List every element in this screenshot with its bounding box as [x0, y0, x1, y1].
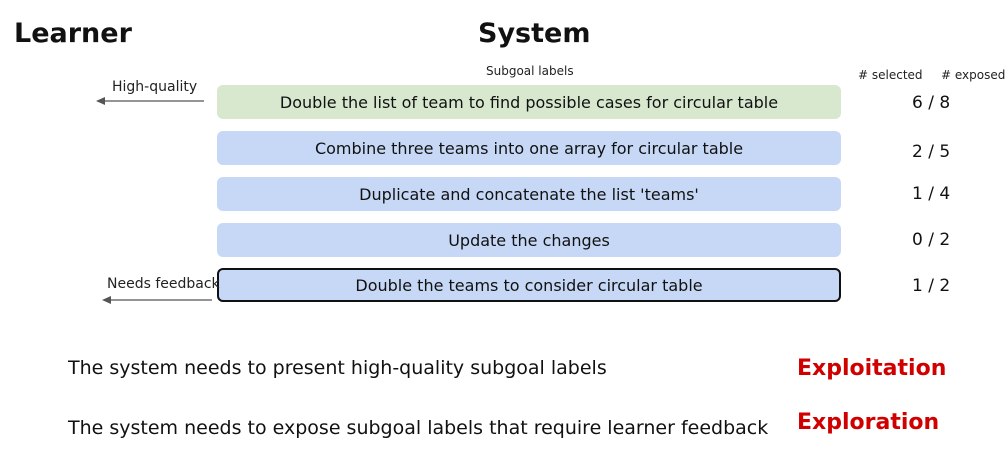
selected-column-header: # selected	[858, 68, 923, 82]
exploration-statement: The system needs to expose subgoal label…	[68, 417, 769, 439]
subgoal-row[interactable]: Update the changes	[217, 223, 841, 257]
subgoal-count: 1 / 2	[912, 276, 951, 296]
subgoal-count: 1 / 4	[912, 184, 951, 204]
subgoal-row[interactable]: Combine three teams into one array for c…	[217, 131, 841, 165]
subgoal-row-needs-feedback[interactable]: Double the teams to consider circular ta…	[217, 268, 841, 302]
subgoal-label: Update the changes	[448, 230, 610, 250]
learner-heading: Learner	[14, 18, 132, 49]
subgoal-row[interactable]: Duplicate and concatenate the list 'team…	[217, 177, 841, 211]
high-quality-label: High-quality	[112, 79, 198, 95]
subgoal-count: 0 / 2	[912, 230, 951, 250]
exploitation-tag: Exploitation	[797, 356, 947, 381]
subgoal-labels-header: Subgoal labels	[486, 64, 574, 78]
subgoal-row-high-quality[interactable]: Double the list of team to find possible…	[217, 85, 841, 119]
exploration-tag: Exploration	[797, 410, 940, 435]
high-quality-arrow-icon	[96, 97, 204, 105]
subgoal-label: Combine three teams into one array for c…	[314, 138, 744, 158]
subgoal-label: Double the teams to consider circular ta…	[355, 275, 703, 295]
subgoal-label: Double the list of team to find possible…	[279, 92, 779, 112]
subgoal-count: 6 / 8	[912, 93, 951, 113]
subgoal-label: Duplicate and concatenate the list 'team…	[359, 184, 699, 204]
exposed-column-header: # exposed	[941, 68, 1006, 82]
subgoal-count: 2 / 5	[912, 142, 951, 162]
system-heading: System	[478, 18, 591, 49]
exploitation-statement: The system needs to present high-quality…	[68, 357, 607, 379]
needs-feedback-arrow-icon	[102, 296, 212, 304]
needs-feedback-label: Needs feedback	[107, 276, 220, 292]
